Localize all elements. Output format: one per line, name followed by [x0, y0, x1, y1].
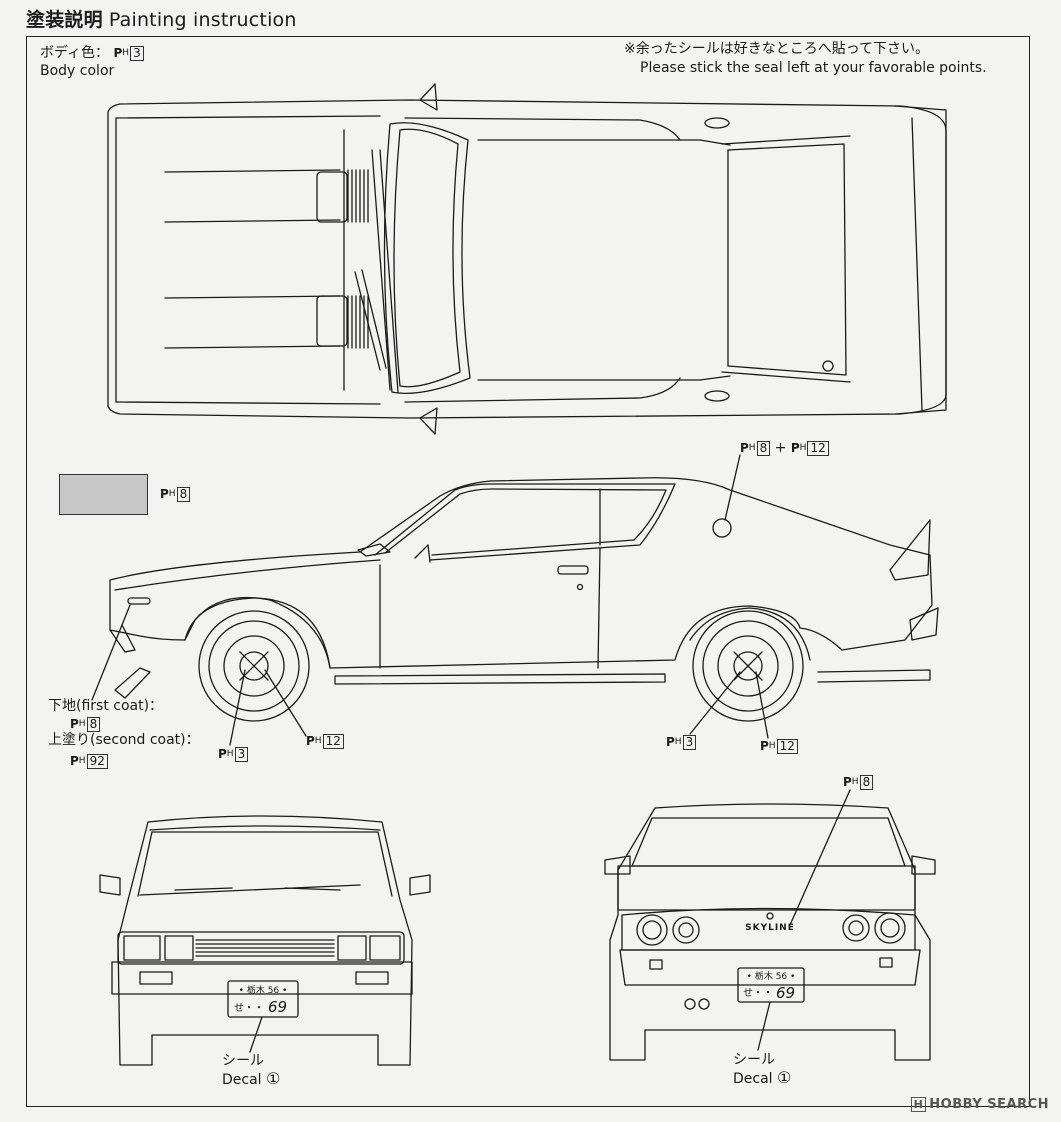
decal-jp: シール	[733, 1052, 775, 1068]
front-view: • 栃木 56 • せ・・ 69	[99, 815, 431, 1066]
plus-sign: +	[774, 440, 787, 456]
second-coat-label: 上塗り(second coat)：	[48, 732, 200, 748]
paint-h: H	[768, 741, 776, 751]
watermark-box: H	[910, 1097, 927, 1112]
color-swatch	[59, 474, 148, 515]
paint-number: 3	[682, 734, 697, 750]
first-coat-label: 下地(first coat)：	[48, 698, 164, 714]
front-plate-top: • 栃木 56 •	[239, 984, 288, 996]
paint-number: 8	[176, 486, 191, 502]
instruction-frame	[26, 36, 1030, 1107]
paint-p: P	[306, 734, 315, 748]
paint-number: 12	[776, 738, 798, 754]
paint-p: P	[113, 46, 123, 60]
paint-number: 8	[756, 440, 771, 456]
rear-plate-kana: せ・・	[743, 987, 773, 999]
paint-p: P	[218, 747, 227, 761]
side-view	[91, 454, 939, 746]
paint-number: 12	[322, 733, 344, 749]
rear-plate-number: 69	[776, 984, 795, 1002]
paint-h: H	[168, 489, 176, 499]
rear-view: SKYLINE • 栃木 56 • せ・・ 69	[604, 789, 936, 1061]
paint-p: P	[760, 739, 769, 753]
paint-number: 92	[86, 753, 108, 769]
body-color-en: Body color	[40, 63, 115, 79]
top-view	[107, 83, 947, 435]
front-plate-kana: せ・・	[234, 1002, 264, 1014]
paint-p: P	[160, 487, 169, 501]
paint-h: H	[799, 443, 807, 453]
watermark-text: HOBBY SEARCH	[929, 1097, 1049, 1112]
paint-number: 8	[859, 774, 874, 790]
paint-p: P	[790, 441, 800, 455]
paint-number: 3	[130, 45, 144, 61]
decal-front-label: シール Decal ①	[222, 1052, 280, 1089]
title-jp: 塗装説明	[26, 9, 103, 31]
decal-en: Decal	[222, 1072, 262, 1088]
decal-number: ①	[777, 1068, 792, 1087]
title-en: Painting instruction	[108, 9, 297, 31]
paint-h: H	[78, 719, 86, 729]
decal-number: ①	[266, 1069, 281, 1088]
seal-note-en: Please stick the seal left at your favor…	[640, 60, 987, 76]
seal-note-jp: ※余ったシールは好きなところへ貼って下さい。	[624, 41, 930, 57]
paint-number: 12	[807, 440, 829, 456]
paint-h: H	[851, 777, 859, 787]
decal-rear-label: シール Decal ①	[733, 1051, 791, 1088]
paint-p: P	[666, 735, 675, 749]
front-plate-number: 69	[268, 998, 287, 1016]
paint-h: H	[748, 443, 756, 453]
body-color-jp: ボディ色：	[40, 45, 110, 61]
paint-h: H	[226, 749, 234, 759]
decal-jp: シール	[222, 1053, 264, 1069]
paint-p: P	[740, 441, 749, 455]
paint-p: P	[70, 754, 79, 768]
paint-number: 3	[234, 746, 249, 762]
paint-p: P	[70, 717, 79, 731]
paint-number: 8	[86, 716, 101, 732]
rear-plate-top: • 栃木 56 •	[747, 970, 796, 982]
decal-en: Decal	[733, 1071, 773, 1087]
paint-h: H	[78, 756, 86, 766]
skyline-badge: SKYLINE	[745, 923, 795, 933]
paint-h: H	[122, 48, 130, 58]
paint-p: P	[843, 775, 852, 789]
paint-h: H	[674, 737, 682, 747]
paint-h: H	[314, 736, 322, 746]
